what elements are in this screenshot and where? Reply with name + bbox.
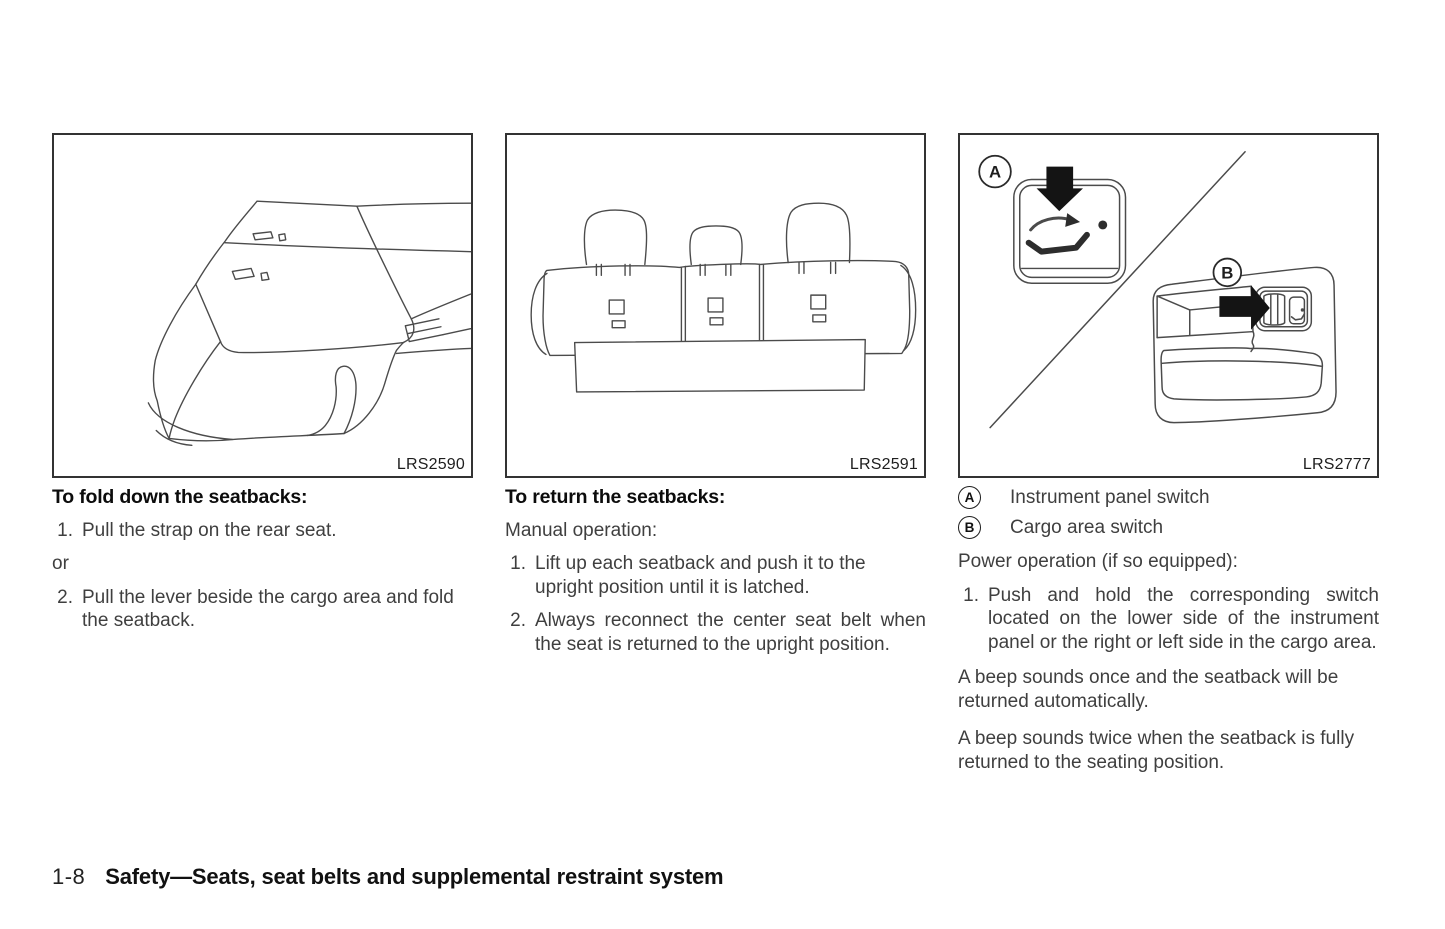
down-arrow-icon — [1036, 166, 1084, 212]
legend-item: A Instrument panel switch — [958, 486, 1379, 510]
legend-label: Cargo area switch — [1010, 516, 1164, 538]
legend-key-a: A — [958, 486, 981, 510]
step-number: 1. — [963, 584, 979, 606]
seat-seam-line — [223, 242, 471, 253]
step-item: 2. Always reconnect the center seat belt… — [505, 609, 926, 656]
page-number: 1-8 — [52, 864, 86, 889]
cargo-panel-handle — [1160, 347, 1324, 401]
section-fold-seatbacks: To fold down the seatbacks: 1. Pull the … — [52, 486, 473, 643]
marker-b-icon — [1212, 257, 1243, 288]
marker-a-icon — [978, 154, 1012, 189]
step-text: Always reconnect the center seat belt wh… — [535, 610, 926, 655]
folded-seatbacks-illustration — [147, 200, 471, 447]
figure-caption: LRS2590 — [396, 456, 465, 473]
divider-diagonal — [989, 151, 1246, 429]
headrest-right — [785, 202, 851, 264]
step-text: Pull the strap on the rear seat. — [82, 519, 337, 541]
svg-text:B: B — [1221, 263, 1233, 282]
footer-section-title: Safety—Seats, seat belts and supplementa… — [105, 864, 724, 889]
step-item: 2. Pull the lever beside the cargo area … — [52, 586, 473, 633]
body-paragraph: A beep sounds twice when the seatback is… — [958, 728, 1355, 773]
belt-guide-right — [810, 294, 827, 310]
step-number: 2. — [57, 586, 73, 608]
legend-key-b: B — [958, 515, 981, 539]
step-number: 1. — [57, 519, 73, 541]
seatback-outline — [542, 259, 911, 357]
page-footer: 1-8 Safety—Seats, seat belts and supplem… — [52, 864, 724, 890]
connector-text: or — [52, 553, 69, 574]
belt-guide-center — [707, 297, 724, 313]
fold-strap-upper — [252, 231, 274, 241]
step-item: 1. Pull the strap on the rear seat. — [52, 519, 473, 543]
section-return-seatbacks: To return the seatbacks: Manual operatio… — [505, 486, 926, 666]
legend-item: B Cargo area switch — [958, 515, 1379, 540]
headrest-left — [583, 209, 648, 266]
step-number: 1. — [510, 553, 526, 574]
figure-caption: LRS2591 — [849, 456, 918, 473]
seat-fold-icon — [1029, 216, 1073, 232]
fold-strap-lower — [231, 267, 255, 280]
figure-power-switches: A B LRS2777 — [958, 133, 1379, 478]
cargo-panel-outline — [1152, 266, 1337, 424]
figure-rear-bench-seat: LRS2591 — [505, 133, 926, 478]
intro-text: Manual operation: — [505, 519, 658, 541]
step-text: Lift up each seatback and push it to the… — [535, 553, 866, 598]
step-text: Pull the lever beside the cargo area and… — [82, 586, 454, 632]
belt-guide-left — [608, 299, 625, 315]
step-number: 2. — [510, 610, 526, 631]
rear-shelf-line — [356, 202, 471, 207]
legend-label: Instrument panel switch — [1010, 487, 1210, 508]
latch-detail — [404, 318, 444, 343]
step-text: Push and hold the corresponding switch l… — [988, 584, 1379, 653]
seatback-dividers — [680, 263, 765, 346]
step-item: 1. Lift up each seatback and push it to … — [505, 552, 926, 599]
power-switches-illustration: A B — [978, 151, 1337, 429]
body-paragraph: A beep sounds once and the seatback will… — [958, 667, 1339, 712]
right-arrow-icon — [1219, 285, 1270, 330]
svg-text:A: A — [989, 163, 1001, 182]
figure-caption: LRS2777 — [1302, 456, 1371, 473]
figure-legend: A Instrument panel switch B Cargo area s… — [958, 486, 1379, 539]
section-heading: To return the seatbacks: — [505, 486, 726, 508]
section-heading: To fold down the seatbacks: — [52, 486, 308, 508]
intro-text: Power operation (if so equipped): — [958, 551, 1238, 572]
rear-bench-seat-illustration — [530, 202, 917, 393]
step-item: 1. Push and hold the corresponding switc… — [958, 584, 1379, 655]
seat-wrinkle — [306, 365, 357, 437]
headrest-center — [689, 225, 743, 266]
figure-folded-seatbacks: LRS2590 — [52, 133, 473, 478]
seat-cushion-panel — [573, 338, 866, 393]
section-power-operation: A Instrument panel switch B Cargo area s… — [958, 486, 1379, 784]
